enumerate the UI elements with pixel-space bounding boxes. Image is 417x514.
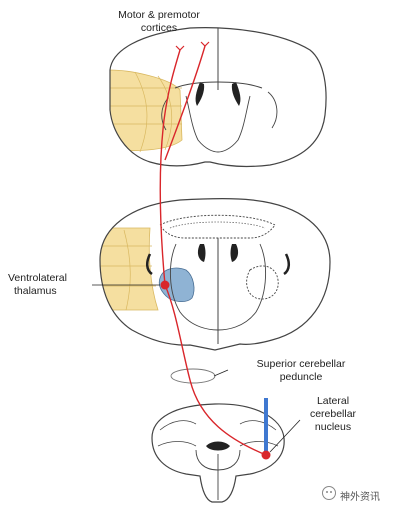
pathway-cortex-branch-right bbox=[164, 45, 206, 161]
middle-cortex-hatching bbox=[100, 229, 156, 311]
cerebellum-folia-left bbox=[157, 420, 197, 447]
pathway-cerebellum-to-thalamus bbox=[164, 284, 267, 456]
terminal-left bbox=[175, 45, 185, 51]
vl-label-line2: thalamus bbox=[14, 285, 57, 297]
lcn-leader-line bbox=[269, 419, 301, 453]
top-brain-section bbox=[109, 27, 327, 168]
scp-label-line1: Superior cerebellar bbox=[256, 358, 346, 370]
top-sulcus-left bbox=[161, 97, 169, 131]
fourth-ventricle bbox=[206, 441, 230, 451]
lateral-cerebellar-nucleus-bar bbox=[264, 398, 268, 454]
cerebellum-folia-right bbox=[239, 420, 279, 447]
terminal-right bbox=[200, 41, 210, 47]
thalamus-relay-dot bbox=[160, 280, 170, 290]
top-internal-capsule-right bbox=[217, 95, 251, 153]
pathway-terminals bbox=[175, 41, 210, 51]
motor-cortex-hatching bbox=[110, 71, 182, 153]
top-corpus-callosum bbox=[174, 81, 263, 89]
watermark-text: 神外资讯 bbox=[340, 492, 380, 503]
cerebellum-outline bbox=[151, 403, 285, 503]
hippocampus-outline bbox=[159, 214, 276, 239]
lcn-label-line1: Lateral bbox=[316, 395, 350, 407]
lcn-label-line3: nucleus bbox=[314, 421, 352, 433]
top-brain-outline bbox=[109, 27, 327, 168]
lateral-geniculate bbox=[246, 265, 279, 300]
cerebellar-nucleus-dot bbox=[261, 450, 271, 460]
top-ventricle-right bbox=[231, 82, 241, 106]
motor-premotor-label: Motor & premotor cortices bbox=[104, 9, 214, 35]
scp-leader-line bbox=[213, 369, 229, 377]
vl-label-line1: Ventrolateral bbox=[8, 272, 67, 284]
bottom-brain-section bbox=[151, 403, 285, 503]
middle-ventral-ventricle bbox=[146, 253, 153, 276]
middle-ventricle-left bbox=[197, 244, 206, 262]
top-ventricle-left bbox=[195, 82, 205, 106]
motor-label-line1: Motor & premotor bbox=[118, 9, 200, 21]
middle-brain-outline bbox=[99, 197, 331, 351]
pathway-thalamus-to-cortex bbox=[159, 49, 181, 286]
middle-brain-section bbox=[99, 197, 331, 351]
middle-inner-contour bbox=[169, 243, 219, 331]
motor-label-line2: cortices bbox=[140, 22, 178, 34]
superior-cerebellar-peduncle-shape bbox=[170, 368, 216, 384]
lateral-cerebellar-nucleus-label: Lateral cerebellar nucleus bbox=[298, 395, 368, 434]
lcn-label-line2: cerebellar bbox=[309, 408, 357, 420]
middle-inner-contour-right bbox=[217, 243, 267, 331]
top-sulcus-right bbox=[267, 91, 278, 129]
hippocampus-inner bbox=[169, 221, 266, 229]
red-pathway bbox=[159, 45, 267, 456]
middle-ventricle-right bbox=[230, 244, 239, 262]
watermark-icon bbox=[322, 486, 336, 500]
superior-cerebellar-peduncle-label: Superior cerebellar peduncle bbox=[226, 358, 376, 384]
middle-ventral-ventricle-right bbox=[283, 253, 290, 276]
scp-label-line2: peduncle bbox=[279, 371, 323, 383]
ventrolateral-thalamus-label: Ventrolateral thalamus bbox=[8, 272, 98, 298]
top-internal-capsule-left bbox=[185, 95, 219, 153]
